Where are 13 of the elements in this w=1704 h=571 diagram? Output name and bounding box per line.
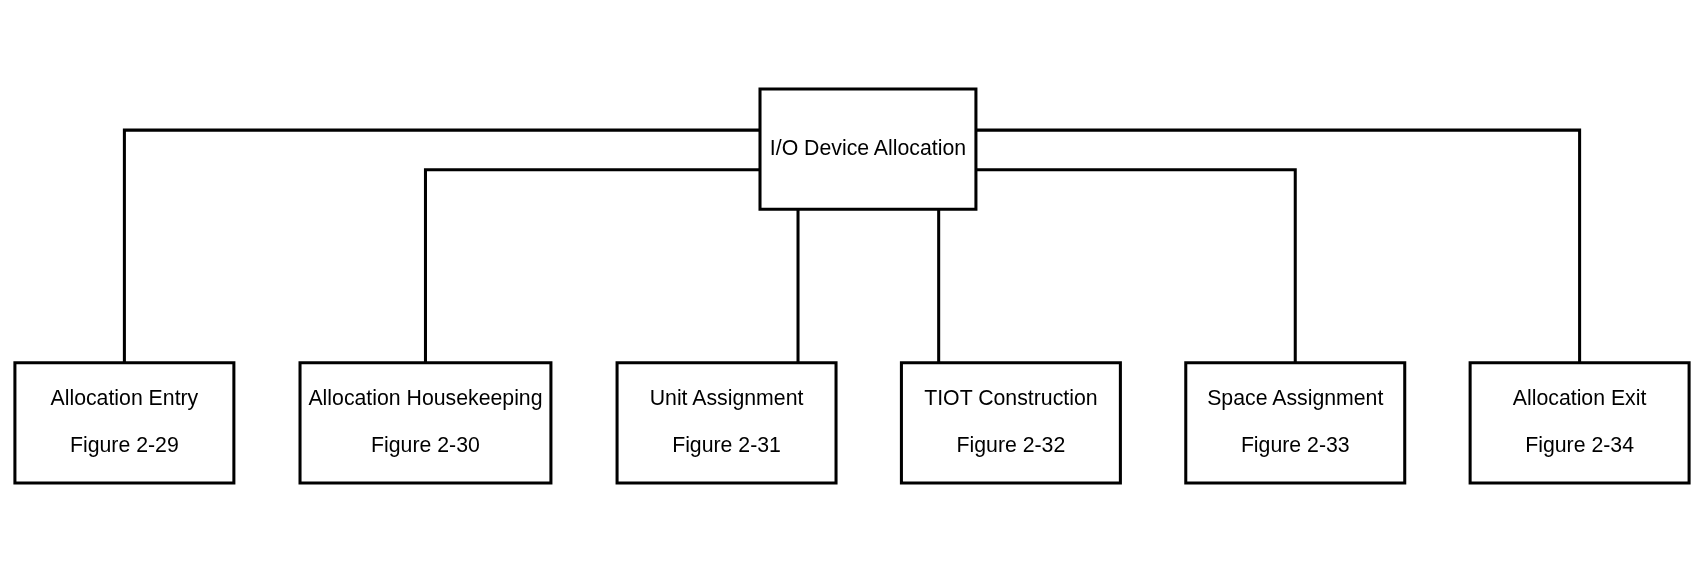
connector [937, 208, 941, 362]
node-box: Unit Assignment Figure 2-31 [615, 360, 838, 484]
node-box: TIOT Construction Figure 2-32 [899, 360, 1122, 484]
node-box: Allocation Housekeeping Figure 2-30 [298, 360, 553, 484]
connector [796, 208, 800, 362]
node-box: I/O Device Allocation [758, 87, 978, 211]
connector [976, 128, 1582, 362]
node-box: Allocation Entry Figure 2-29 [13, 360, 236, 484]
node-box: Space Assignment Figure 2-33 [1184, 360, 1407, 484]
connector [976, 167, 1297, 362]
node-box: Allocation Exit Figure 2-34 [1468, 360, 1691, 484]
connector [122, 128, 760, 362]
connector [423, 167, 760, 362]
